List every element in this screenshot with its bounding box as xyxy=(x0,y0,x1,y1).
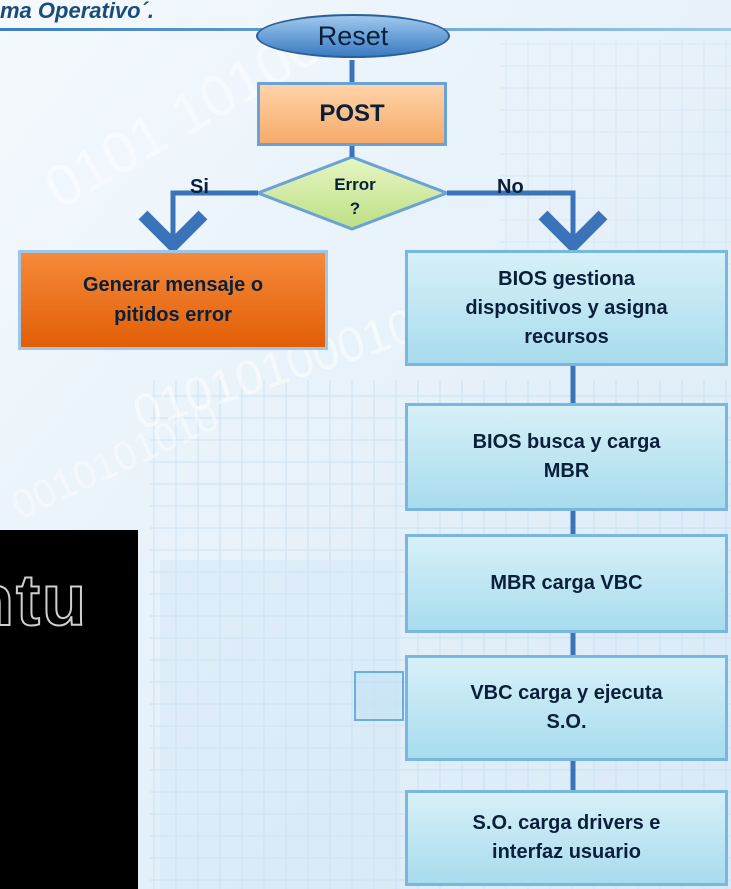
step-mbr-vbc: MBR carga VBC xyxy=(405,534,728,633)
step-2-line-2: MBR xyxy=(543,460,590,482)
step-bios-mbr: BIOS busca y carga MBR xyxy=(405,403,728,511)
step-5-line-1: S.O. carga drivers e xyxy=(472,812,661,834)
step-1-line-2: dispositivos y asigna xyxy=(465,296,668,319)
arrow-no xyxy=(447,190,608,254)
branch-yes-label: Si xyxy=(190,176,209,198)
decision-line-2: ? xyxy=(349,199,361,218)
error-action-line-1: Generar mensaje o xyxy=(82,274,264,296)
step-bios-devices: BIOS gestiona dispositivos y asigna recu… xyxy=(405,250,728,366)
error-action-node: Generar mensaje o pitidos error xyxy=(18,250,328,350)
step-1-line-1: BIOS gestiona xyxy=(498,267,635,290)
boot-screen-image: ntu xyxy=(0,530,138,889)
step-4-line-1: VBC carga y ejecuta xyxy=(470,682,663,704)
error-action-line-2: pitidos error xyxy=(114,304,232,326)
logo-fragment: ntu xyxy=(0,560,88,642)
decorative-square xyxy=(354,671,404,721)
step-5-line-2: interfaz usuario xyxy=(492,841,641,863)
reset-node: Reset xyxy=(256,14,450,58)
decision-label: Error ? xyxy=(305,173,405,221)
step-3-line-1: MBR carga VBC xyxy=(490,572,643,594)
step-os-drivers: S.O. carga drivers e interfaz usuario xyxy=(405,790,728,886)
decision-diamond xyxy=(253,155,452,231)
post-node: POST xyxy=(257,82,447,146)
decision-line-1: Error xyxy=(334,175,376,194)
step-1-line-3: recursos xyxy=(524,325,609,348)
arrow-yes xyxy=(138,190,258,254)
step-2-line-1: BIOS busca y carga xyxy=(472,431,661,453)
step-vbc-os: VBC carga y ejecuta S.O. xyxy=(405,655,728,761)
slide-title: ma Operativo´. xyxy=(0,0,155,23)
step-4-line-2: S.O. xyxy=(546,711,587,733)
branch-no-label: No xyxy=(497,176,524,198)
